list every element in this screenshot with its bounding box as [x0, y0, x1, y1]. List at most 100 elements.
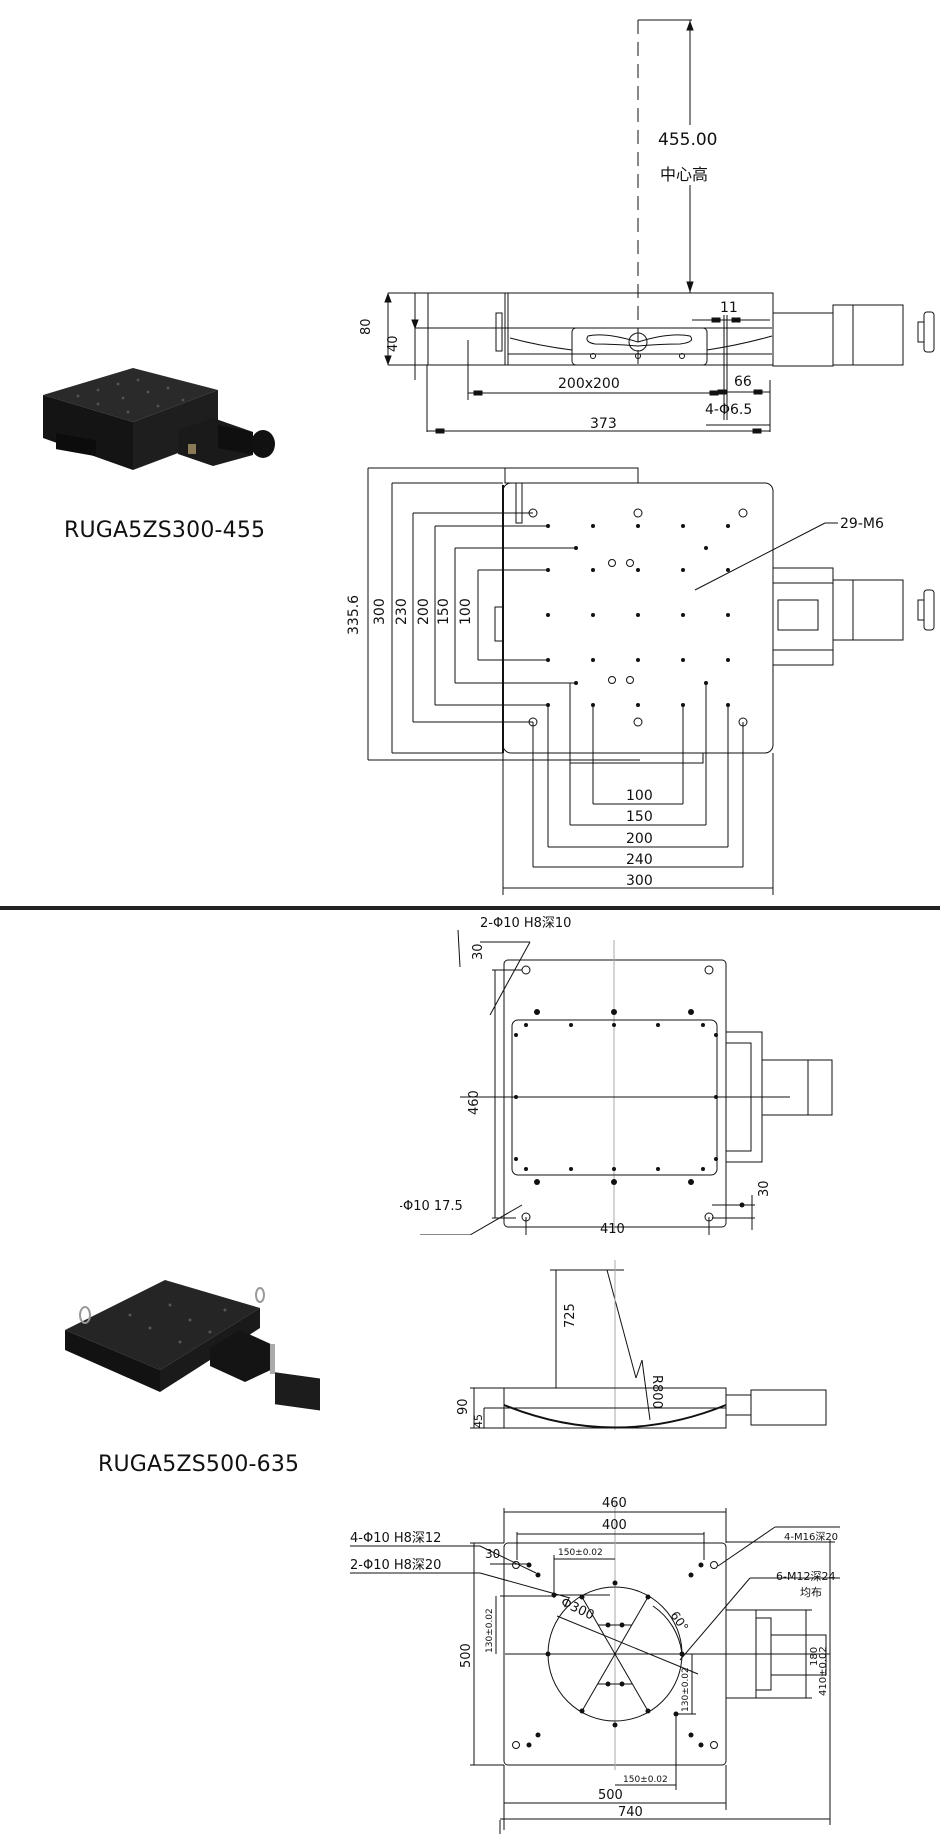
dim-length-total: 373 — [590, 416, 617, 432]
product-photo-ruga5zs300 — [38, 360, 288, 480]
dim-height-half: 40 — [386, 335, 401, 352]
callout-thread-corner: 4-M16深20 — [784, 1531, 838, 1543]
m6-hole-mark — [546, 658, 550, 662]
dim-v-100: 100 — [458, 598, 474, 625]
dim-height-half: 45 — [472, 1414, 485, 1428]
dim-v-200: 200 — [416, 598, 432, 625]
dim-v-335-6: 335.6 — [346, 595, 362, 635]
screw-mark — [524, 1023, 528, 1027]
screw-mark — [701, 1023, 705, 1027]
dim-motor-extension: 66 — [734, 374, 752, 390]
m6-hole-mark — [591, 524, 595, 528]
dim-center-height: 455.00 — [658, 130, 717, 150]
hole-mark — [551, 1592, 557, 1598]
counterbore-hole-mark — [528, 508, 538, 518]
dim-tol-bottom: 150±0.02 — [623, 1775, 668, 1785]
screw-mark — [739, 1202, 745, 1208]
bolt-hole-mark — [534, 1009, 540, 1015]
callout-pin-holes-b: 2-Φ10 H8深20 — [350, 1558, 441, 1573]
screw-mark — [514, 1033, 518, 1037]
screw-mark — [569, 1167, 573, 1171]
screw-mark — [612, 1023, 616, 1027]
m12-hole-mark — [579, 1594, 585, 1600]
dim-h-240: 240 — [626, 852, 653, 868]
m6-hole-mark — [591, 703, 595, 707]
dim-tol-top: 150±0.02 — [558, 1548, 603, 1558]
dim-angle: 60° — [668, 1609, 692, 1634]
dim-edge-offset-top: 30 — [471, 943, 486, 960]
pin-hole-mark — [535, 1732, 541, 1738]
screw-mark — [514, 1157, 518, 1161]
dim-tol-right: 130±0.02 — [681, 1667, 691, 1712]
thread-callout: 29-M6 — [840, 516, 884, 532]
dim-tol-left: 130±0.02 — [485, 1608, 495, 1653]
m12-hole-mark — [645, 1594, 651, 1600]
pin-hole-mark — [526, 1742, 532, 1748]
hole-mark — [605, 1681, 611, 1687]
pin-hole-mark — [608, 676, 616, 684]
hole-mark — [673, 1711, 679, 1717]
model-label: RUGA5ZS300-455 — [64, 518, 266, 543]
callout-pin-holes: 2-Φ10 H8深10 — [480, 916, 571, 931]
m16-hole-mark — [512, 1561, 520, 1569]
m6-hole-mark — [636, 568, 640, 572]
dim-v-150: 150 — [436, 598, 452, 625]
m6-hole-mark — [636, 658, 640, 662]
m6-hole-mark — [546, 524, 550, 528]
m6-hole-mark — [636, 524, 640, 528]
screw-mark — [656, 1167, 660, 1171]
dim-radius: R800 — [649, 1375, 664, 1409]
dim-height: 460 — [467, 1090, 482, 1115]
pin-hole-mark — [688, 1572, 694, 1578]
pin-hole-mark — [698, 1562, 704, 1568]
m6-hole-mark — [546, 568, 550, 572]
dim-height-total: 80 — [359, 318, 374, 335]
top-view-drawing-500: 460 400 30 150±0.02 4-Φ10 H8深12 2-Φ10 H8… — [350, 1496, 840, 1834]
screw-mark — [514, 1095, 518, 1099]
m12-hole-mark — [679, 1651, 685, 1657]
screw-mark — [569, 1023, 573, 1027]
m6-hole-mark — [546, 703, 550, 707]
dim-h-200: 200 — [626, 831, 653, 847]
product-photo-ruga5zs500 — [60, 1270, 330, 1420]
m6-hole-mark — [726, 524, 730, 528]
bolt-hole-mark — [534, 1179, 540, 1185]
dim-edge-offset: 30 — [485, 1547, 500, 1561]
m12-hole-mark — [645, 1708, 651, 1714]
hole-mark — [612, 1580, 618, 1586]
dim-overall-height: 410±0.02 — [818, 1646, 829, 1696]
screw-mark — [701, 1167, 705, 1171]
dim-height: 500 — [459, 1643, 474, 1668]
m6-hole-mark — [681, 524, 685, 528]
callout-pin-holes-a: 4-Φ10 H8深12 — [350, 1531, 441, 1546]
m6-hole-mark — [681, 658, 685, 662]
m12-hole-mark — [545, 1651, 551, 1657]
screw-mark — [656, 1023, 660, 1027]
hole-mark — [612, 1722, 618, 1728]
m16-hole-mark — [710, 1741, 718, 1749]
top-view-drawing-300: 335.6 300 230 200 150 100 100 150 200 24… — [346, 467, 935, 895]
dim-motor-height: 180 — [809, 1647, 820, 1666]
counterbore-hole-mark — [633, 717, 643, 727]
screw-mark — [714, 1095, 718, 1099]
m6-hole-mark — [704, 681, 708, 685]
dim-height-total: 90 — [456, 1398, 471, 1415]
screw-mark — [714, 1033, 718, 1037]
m6-hole-mark — [726, 703, 730, 707]
bolt-hole-mark — [611, 1179, 617, 1185]
dim-v-300: 300 — [372, 598, 388, 625]
m6-hole-mark — [591, 658, 595, 662]
m6-hole-mark — [681, 613, 685, 617]
m6-hole-mark — [574, 681, 578, 685]
bolt-hole-mark — [611, 1009, 617, 1015]
dim-edge-offset-right: 30 — [757, 1180, 772, 1197]
counterbore-hole-mark — [738, 508, 748, 518]
dim-center-height: 725 — [563, 1303, 578, 1328]
counterbore-hole-mark — [738, 717, 748, 727]
counterbore-hole-mark — [528, 717, 538, 727]
dim-hole-spacing: 410 — [600, 1222, 625, 1235]
screw-mark — [714, 1157, 718, 1161]
dim-width-plate: 500 — [598, 1788, 623, 1803]
dim-v-230: 230 — [394, 598, 410, 625]
m6-hole-mark — [636, 703, 640, 707]
